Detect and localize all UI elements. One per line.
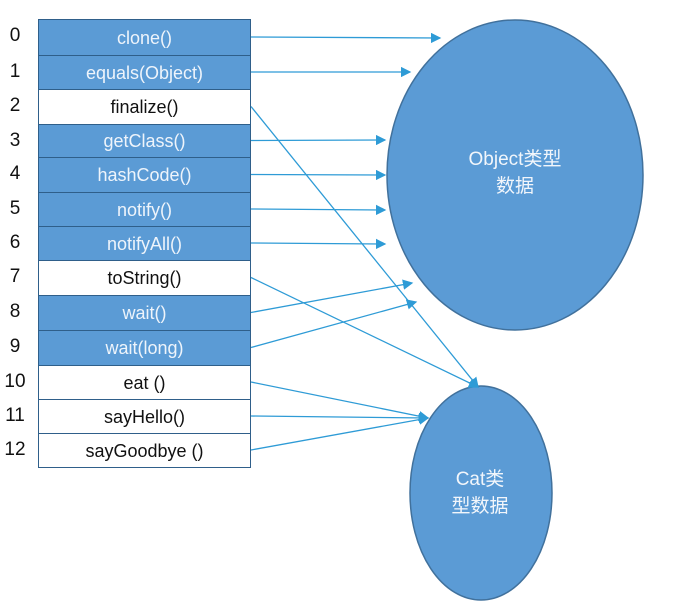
arrow-cat (250, 414, 430, 451)
method-index: 4 (9, 163, 21, 184)
method-row: eat () (38, 365, 251, 400)
method-index: 6 (9, 232, 21, 253)
arrow-cat (250, 106, 479, 389)
method-index: 12 (4, 439, 26, 460)
method-index: 10 (4, 371, 26, 392)
arrow-cat (250, 381, 430, 422)
arrow-cat (250, 276, 480, 388)
method-row: sayGoodbye () (38, 433, 251, 468)
method-row: notifyAll() (38, 226, 251, 261)
method-index: 8 (9, 301, 21, 322)
method-row: getClass() (38, 124, 251, 158)
method-row: notify() (38, 192, 251, 227)
arrow-object (250, 169, 387, 181)
method-row: equals(Object) (38, 55, 251, 90)
object-data-label: Object类型 数据 (415, 146, 615, 200)
method-index: 11 (5, 405, 25, 426)
object-label-line2: 数据 (495, 176, 534, 197)
method-index: 1 (9, 61, 21, 82)
arrow-object (250, 32, 442, 44)
arrow-object (250, 204, 387, 216)
method-row: sayHello() (38, 399, 251, 434)
method-index: 3 (9, 130, 21, 151)
method-row: finalize() (38, 89, 251, 125)
method-index: 7 (9, 266, 21, 287)
method-index: 9 (9, 336, 21, 357)
arrow-object (250, 134, 387, 146)
cat-label-line2: 型数据 (451, 496, 509, 517)
method-index: 0 (9, 25, 21, 46)
cat-data-ellipse (409, 385, 553, 601)
method-row: wait(long) (38, 330, 251, 366)
method-row: clone() (38, 19, 251, 56)
method-row: toString() (38, 260, 251, 296)
object-data-ellipse (386, 19, 644, 331)
arrow-object (250, 238, 387, 250)
object-label-line1: Object类型 (468, 149, 562, 170)
arrow-object (250, 279, 414, 314)
method-row: hashCode() (38, 157, 251, 193)
cat-data-label: Cat类 型数据 (420, 466, 540, 520)
arrow-cat (250, 412, 430, 424)
arrow-object (250, 299, 418, 349)
cat-label-line1: Cat类 (455, 469, 505, 490)
method-index: 2 (9, 95, 21, 116)
method-index: 5 (9, 198, 21, 219)
method-row: wait() (38, 295, 251, 331)
